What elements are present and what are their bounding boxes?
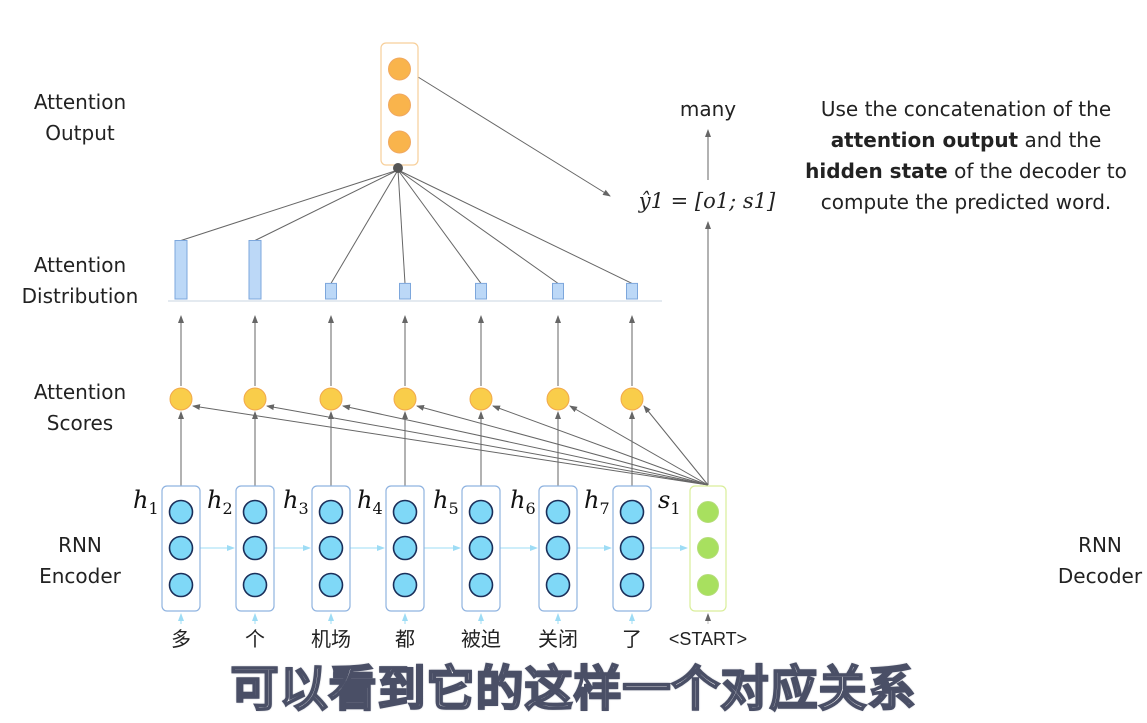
decoder-to-score-arrow <box>192 404 709 486</box>
distribution-to-output-line <box>254 169 399 241</box>
encoder-neuron <box>318 572 344 598</box>
encoder-neuron <box>318 535 344 561</box>
encoder-neuron <box>545 572 571 598</box>
encoder-state-label: h2 <box>207 486 233 518</box>
attention-distribution-bar <box>174 240 188 300</box>
attention-score-node <box>319 387 343 411</box>
attention-distribution-bar <box>248 240 262 300</box>
decoder-neuron <box>697 501 719 523</box>
encoder-state-label: h1 <box>133 486 159 518</box>
attention-score-node <box>243 387 267 411</box>
encoder-state-label: h6 <box>510 486 536 518</box>
attention-convergence-point <box>393 163 403 173</box>
attention-distribution-bar <box>399 282 411 300</box>
attention-output-neuron <box>388 57 411 81</box>
source-word: 了 <box>622 627 642 651</box>
attention-output-neuron <box>388 93 411 117</box>
encoder-neuron <box>318 499 344 525</box>
encoder-neuron <box>392 572 418 598</box>
decoder-to-score-arrow <box>569 405 709 486</box>
source-word: 关闭 <box>538 627 578 651</box>
encoder-state-label: h5 <box>433 486 459 518</box>
encoder-neuron <box>619 535 645 561</box>
decoder-to-score-arrow <box>492 405 709 486</box>
encoder-state-subscript: 4 <box>372 499 382 518</box>
encoder-state-subscript: 2 <box>222 499 232 518</box>
attention-distribution-bar <box>475 282 487 300</box>
encoder-state-subscript: 6 <box>525 499 535 518</box>
decoder-neuron <box>697 537 719 559</box>
encoder-neuron <box>619 499 645 525</box>
source-word: 机场 <box>311 627 351 651</box>
attention-score-node <box>169 387 193 411</box>
attention-score-node <box>546 387 570 411</box>
decoder-to-score-arrow <box>342 404 709 486</box>
attention-distribution-bar <box>626 282 638 300</box>
distribution-to-output-line <box>330 169 399 284</box>
distribution-to-output-line <box>397 169 482 284</box>
encoder-neuron <box>168 499 194 525</box>
video-subtitle: 可以看到它的这样一个对应关系 <box>229 660 917 718</box>
attention-distribution-bar <box>552 282 564 300</box>
source-word: 都 <box>395 627 415 651</box>
distribution-to-output-line <box>397 169 633 284</box>
attention-score-node <box>469 387 493 411</box>
decoder-input-word: <START> <box>669 629 747 649</box>
encoder-neuron <box>168 572 194 598</box>
source-word: 个 <box>245 627 265 651</box>
decoder-neuron <box>697 574 719 596</box>
decoder-to-score-arrow <box>416 404 709 486</box>
attention-distribution-bar <box>325 282 337 300</box>
decoder-to-score-arrow <box>643 405 709 486</box>
encoder-state-subscript: 3 <box>298 499 308 518</box>
encoder-neuron <box>545 499 571 525</box>
encoder-neuron <box>619 572 645 598</box>
encoder-state-label: h7 <box>584 486 610 518</box>
encoder-neuron <box>468 572 494 598</box>
explanation-note: Use the concatenation of the attention o… <box>805 97 1127 214</box>
prediction-formula: ŷ1 = [o1; s1] <box>638 189 776 213</box>
encoder-neuron <box>468 535 494 561</box>
encoder-neuron <box>468 499 494 525</box>
encoder-neuron <box>242 499 268 525</box>
encoder-state-label: h3 <box>283 486 309 518</box>
encoder-neuron <box>168 535 194 561</box>
attention-output-neuron <box>388 130 411 154</box>
decoder-state-subscript: 1 <box>670 499 680 518</box>
encoder-state-subscript: 1 <box>148 499 158 518</box>
attention-score-node <box>393 387 417 411</box>
distribution-to-output-line <box>180 169 399 241</box>
distribution-to-output-line <box>397 169 406 284</box>
decoder-to-score-arrow <box>266 404 709 486</box>
source-word: 被迫 <box>461 627 501 651</box>
encoder-neuron <box>545 535 571 561</box>
encoder-state-subscript: 7 <box>599 499 609 518</box>
source-word: 多 <box>171 627 191 651</box>
encoder-state-label: h4 <box>357 486 383 518</box>
attention-score-node <box>620 387 644 411</box>
decoder-state-label: s1 <box>658 486 681 518</box>
distribution-to-output-line <box>397 169 559 284</box>
encoder-neuron <box>242 535 268 561</box>
encoder-neuron <box>392 499 418 525</box>
encoder-neuron <box>242 572 268 598</box>
encoder-state-subscript: 5 <box>448 499 458 518</box>
encoder-neuron <box>392 535 418 561</box>
output-to-prediction-arrow <box>417 76 611 197</box>
predicted-word: many <box>679 97 737 121</box>
